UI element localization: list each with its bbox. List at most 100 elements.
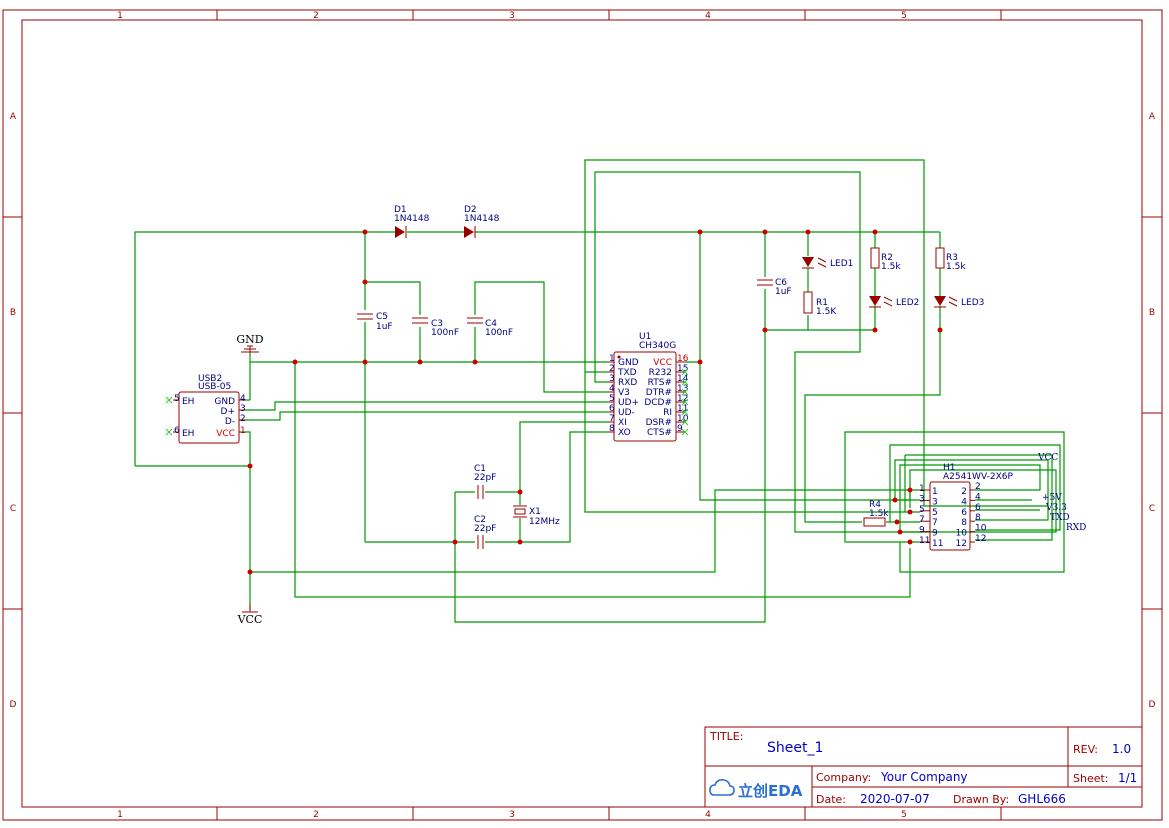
u1-pin-name: RTS# — [648, 378, 672, 388]
col-label: 4 — [705, 810, 711, 820]
h1-ref: H1 — [943, 463, 956, 473]
r2-value: 1.5k — [881, 262, 901, 272]
row-label: C — [10, 504, 16, 514]
drawn-value: GHL666 — [1018, 792, 1066, 806]
h1-pin-label: 10 — [956, 529, 968, 539]
r4-value: 1.5k — [869, 509, 889, 519]
u1-pin-name: VCC — [653, 358, 672, 368]
h1-pin-num: 1 — [919, 484, 925, 494]
resistor-r1: R1 1.5K — [803, 291, 837, 317]
r4-ref: R4 — [869, 500, 881, 510]
col-label: 1 — [117, 810, 123, 820]
capacitor-c5: C5 1uF — [357, 312, 393, 332]
u1-pin-num: 13 — [677, 384, 688, 394]
h1-net-txd: TXD — [1050, 513, 1070, 523]
company-value: Your Company — [880, 770, 968, 784]
u1-pin-name: RI — [663, 408, 672, 418]
u1-pin-name: UD- — [618, 408, 635, 418]
title-value: Sheet_1 — [767, 740, 823, 756]
col-label: 1 — [117, 11, 123, 21]
usb2-pin-num: 3 — [240, 404, 246, 414]
usb2-pin-name: D+ — [221, 407, 235, 417]
h1-pin-label: 4 — [961, 497, 967, 507]
c4-value: 100nF — [485, 328, 513, 338]
resistor-r3: R3 1.5k — [935, 247, 966, 272]
frame-grid-labels: 1 2 3 4 5 1 2 3 4 5 A B C D A B C D — [10, 11, 1156, 820]
sheet-value: 1/1 — [1118, 771, 1137, 785]
h1-pin-num: 6 — [975, 503, 981, 513]
c3-ref: C3 — [431, 319, 443, 329]
u1-pin-name: RXD — [618, 378, 637, 388]
h1-pin-num: 4 — [975, 492, 981, 502]
row-label: D — [1149, 700, 1156, 710]
diode-d2: D2 1N4148 — [464, 205, 500, 238]
usb2-pin-name: GND — [214, 397, 235, 407]
c1-value: 22pF — [474, 473, 496, 483]
h1-pin-num: 11 — [919, 536, 930, 546]
h1-pin-num: 7 — [919, 515, 925, 525]
date-label: Date: — [816, 793, 846, 806]
led-led3: LED3 — [934, 296, 984, 308]
d1-ref: D1 — [394, 205, 407, 215]
row-label: B — [1149, 308, 1155, 318]
u1-pin-name: DCD# — [644, 398, 672, 408]
d1-value: 1N4148 — [394, 214, 430, 224]
usb2-pin-num: 1 — [240, 426, 246, 436]
u1-pin-name: R232 — [649, 368, 672, 378]
h1-net-rxd: RXD — [1066, 523, 1086, 533]
u1-pin-name: DTR# — [646, 388, 672, 398]
capacitor-c3: C3 100nF — [412, 317, 459, 338]
drawing-frame — [2, 9, 1163, 821]
h1-pin-label: 7 — [932, 518, 938, 528]
junctions — [247, 229, 943, 575]
title-block: TITLE: Sheet_1 REV: 1.0 Company: Your Co… — [704, 726, 1143, 808]
u1-pin-num: 14 — [677, 374, 689, 384]
col-label: 2 — [313, 810, 319, 820]
u1-pin-name: GND — [618, 358, 639, 368]
col-label: 2 — [313, 11, 319, 21]
h1-pin-label: 3 — [932, 497, 938, 507]
led-led2: LED2 — [869, 296, 919, 308]
company-label: Company: — [816, 771, 871, 784]
title-label: TITLE: — [709, 730, 743, 743]
x1-value: 12MHz — [529, 517, 560, 527]
u1-pin-num: 3 — [609, 374, 615, 384]
sheet-label: Sheet: — [1073, 772, 1109, 785]
c5-ref: C5 — [376, 312, 388, 322]
u1-pin-num: 15 — [677, 364, 688, 374]
c4-ref: C4 — [485, 319, 497, 329]
u1-ref: U1 — [639, 332, 651, 342]
diode-d1: D1 1N4148 — [394, 205, 430, 238]
u1-pin-num: 2 — [609, 364, 615, 374]
row-label: B — [10, 308, 16, 318]
gnd-symbol: GND — [236, 333, 264, 353]
drawn-label: Drawn By: — [953, 793, 1009, 806]
u1-pin-num: 5 — [609, 394, 615, 404]
h1-pin-num: 3 — [919, 494, 925, 504]
usb2-pin-num: 5 — [174, 394, 180, 404]
usb2-pin-name: EH — [182, 429, 194, 439]
r1-ref: R1 — [816, 298, 828, 308]
h1-pin-label: 12 — [956, 539, 967, 549]
h1-value: A2541WV-2X6P — [943, 472, 1013, 482]
r3-ref: R3 — [946, 253, 958, 263]
c2-ref: C2 — [474, 515, 486, 525]
u1-pin-num: 1 — [609, 354, 615, 364]
led1-ref: LED1 — [830, 259, 853, 269]
u1-pin-num: 16 — [677, 354, 689, 364]
wires — [134, 159, 1065, 623]
rev-label: REV: — [1073, 743, 1098, 756]
d2-value: 1N4148 — [464, 214, 500, 224]
h1-net-v33: V3.3 — [1045, 503, 1067, 513]
u1-pin-num: 11 — [677, 404, 688, 414]
led2-ref: LED2 — [896, 298, 919, 308]
col-label: 4 — [705, 11, 711, 21]
u1-pin-num: 4 — [609, 384, 615, 394]
capacitor-c4: C4 100nF — [467, 317, 513, 338]
h1-net-vcc: VCC — [1037, 453, 1058, 463]
resistor-r4: R4 1.5k — [863, 500, 889, 527]
h1-pin-label: 2 — [961, 487, 967, 497]
row-label: A — [1149, 112, 1156, 122]
